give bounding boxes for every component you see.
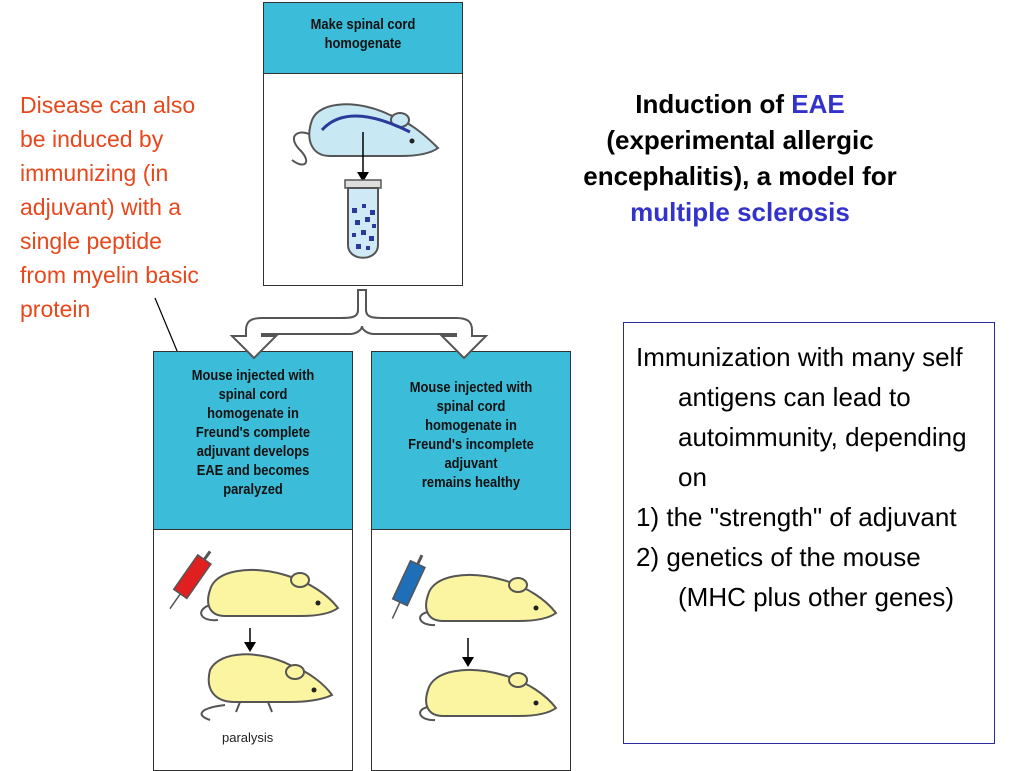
title-eae: EAE (791, 89, 845, 119)
test-tube (344, 179, 382, 259)
slide-title: Induction of EAE (experimental allergic … (520, 86, 960, 230)
side-note-line: adjuvant) with a (20, 194, 182, 220)
panel-header-line: Freund's complete (167, 423, 339, 442)
panel-homogenate-header: Make spinal cord homogenate (264, 3, 462, 74)
panel-complete-header: Mouse injected with spinal cord homogena… (154, 352, 352, 530)
title-line4: multiple sclerosis (630, 197, 850, 227)
info-point-2: 2) genetics of the mouse (MHC plus other… (636, 542, 954, 612)
right-injected-mouse (391, 554, 558, 667)
panel-header-line: Freund's incomplete (385, 435, 557, 454)
panel-header-line: spinal cord (385, 397, 557, 416)
side-note-line: Disease can also (20, 92, 196, 118)
side-note-line: be induced by (20, 126, 164, 152)
side-note: Disease can also be induced by immunizin… (20, 88, 260, 326)
panel-header-line: Mouse injected with (385, 378, 557, 397)
panel-header-line: homogenate in (167, 404, 339, 423)
panel-header-line: Mouse injected with (167, 366, 339, 385)
left-injected-mouse (169, 550, 340, 652)
panel-header-line: EAE and becomes (167, 461, 339, 480)
panel-incomplete-header: Mouse injected with spinal cord homogena… (372, 352, 570, 530)
title-part1: Induction of (635, 89, 792, 119)
left-paralyzed-mouse (200, 653, 334, 721)
panel-header-line: homogenate (277, 34, 449, 53)
info-intro: Immunization with many self antigens can… (636, 342, 967, 492)
title-line2: (experimental allergic (606, 125, 874, 155)
right-healthy-mouse (419, 669, 558, 722)
side-note-line: single peptide (20, 228, 162, 254)
panel-header-line: adjuvant (385, 454, 557, 473)
panel-header-line: homogenate in (385, 416, 557, 435)
side-note-line: immunizing (in (20, 160, 169, 186)
panel-header-line: adjuvant develops (167, 442, 339, 461)
branch-arrow (229, 289, 489, 360)
paralysis-label: paralysis (222, 730, 274, 745)
side-note-line: protein (20, 296, 91, 322)
side-note-line: from myelin basic (20, 262, 199, 288)
panel-header-line: remains healthy (385, 473, 557, 492)
panel-header-line: paralyzed (167, 480, 339, 499)
info-box: Immunization with many self antigens can… (623, 322, 995, 744)
panel-header-line: Make spinal cord (277, 15, 449, 34)
title-line3: encephalitis), a model for (583, 161, 897, 191)
panel-complete-adjuvant: Mouse injected with spinal cord homogena… (153, 351, 353, 771)
top-mouse-illustration (291, 103, 440, 182)
info-point-1: 1) the "strength" of adjuvant (636, 502, 957, 532)
panel-header-line: spinal cord (167, 385, 339, 404)
